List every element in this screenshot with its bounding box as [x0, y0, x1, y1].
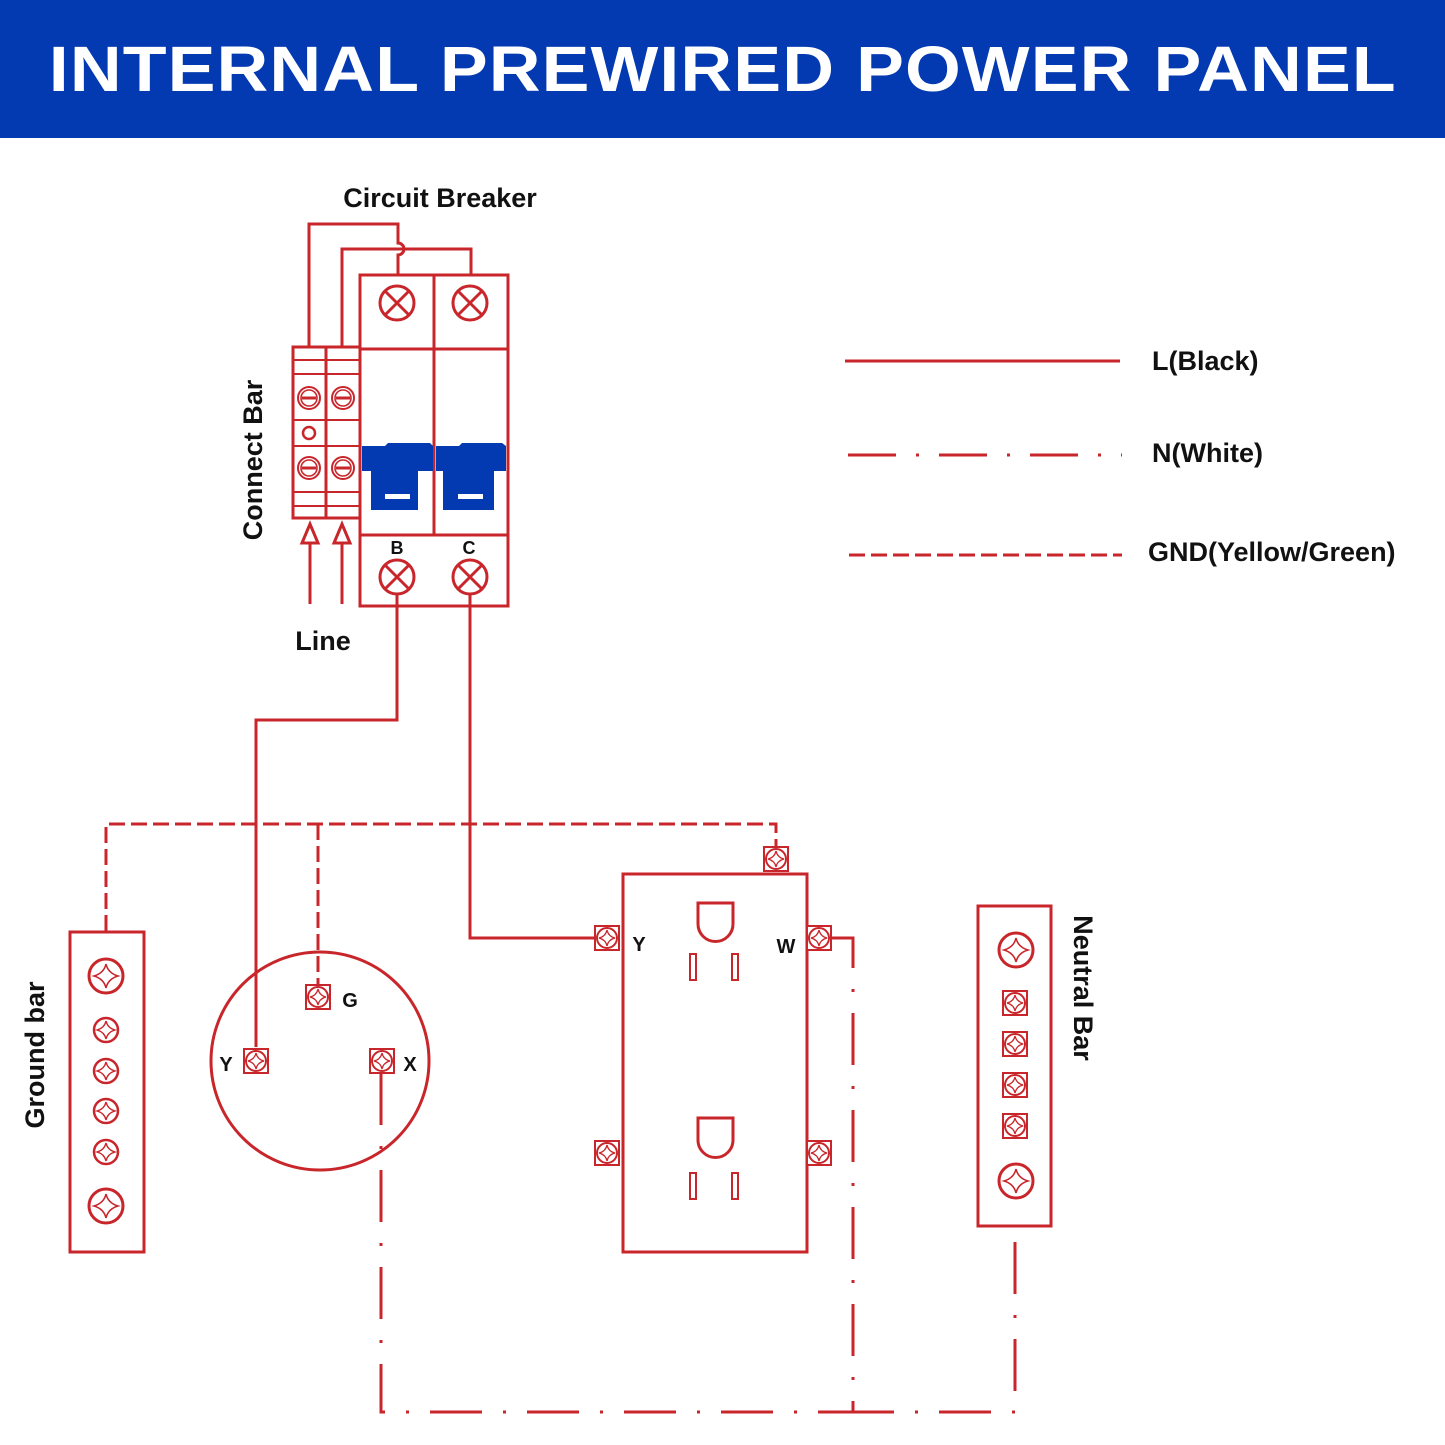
screw-icon [92, 1057, 120, 1085]
outlet-ground-terminal-icon [763, 846, 789, 872]
breaker-handle-c-icon [436, 443, 506, 510]
screw-icon [92, 1097, 120, 1125]
outlet-terminal-w-icon [806, 925, 832, 951]
circuit-breaker-label: Circuit Breaker [343, 183, 537, 213]
ground-wires [104, 822, 778, 985]
ground-bar-label: Ground bar [20, 981, 50, 1128]
pole-c-label: C [463, 538, 476, 558]
screw-icon [92, 1138, 120, 1166]
line-input-arrows [299, 520, 353, 604]
neutral-bar [976, 904, 1053, 1228]
screw-icon [92, 1016, 120, 1044]
receptacle-lower-icon [689, 1116, 739, 1200]
connect-bar [291, 345, 362, 520]
neutral-bar-label: Neutral Bar [1068, 915, 1098, 1061]
circuit-breaker: B C [358, 273, 510, 608]
inlet-y-label: Y [219, 1054, 233, 1076]
ground-bar [68, 930, 146, 1254]
screw-icon [1002, 1031, 1028, 1057]
breaker-feed-wires [307, 222, 473, 347]
inlet-terminal-g-icon [305, 984, 331, 1010]
legend-item-ground: GND(Yellow/Green) [849, 537, 1396, 567]
breaker-bottom-terminal-b-icon [378, 558, 416, 596]
legend-item-neutral: N(White) [848, 438, 1263, 468]
screw-icon [87, 1187, 125, 1225]
breaker-top-terminal-b-icon [378, 284, 416, 322]
breaker-top-terminal-c-icon [451, 284, 489, 322]
legend-label-line: L(Black) [1152, 346, 1259, 376]
connect-bar-label: Connect Bar [238, 379, 268, 540]
inlet-g-label: G [342, 990, 358, 1012]
legend: L(Black) N(White) GND(Yellow/Green) [845, 346, 1396, 567]
pole-b-label: B [391, 538, 404, 558]
breaker-handle-b-icon [362, 443, 433, 510]
neutral-wires [379, 936, 1017, 1414]
line-wires [254, 594, 595, 1047]
legend-label-ground: GND(Yellow/Green) [1148, 537, 1396, 567]
outlet-y-label: Y [632, 934, 646, 956]
page-title: INTERNAL PREWIRED POWER PANEL [48, 33, 1397, 105]
line-label: Line [295, 626, 351, 656]
power-inlet: Y G X [209, 950, 431, 1172]
legend-label-neutral: N(White) [1152, 438, 1263, 468]
screw-icon [1002, 990, 1028, 1016]
inlet-terminal-y-icon [243, 1048, 269, 1074]
inlet-x-label: X [403, 1054, 417, 1076]
outlet-w-label: W [777, 936, 796, 958]
receptacle-upper-icon [689, 901, 739, 981]
screw-icon [1002, 1113, 1028, 1139]
outlet-terminal-icon [806, 1140, 832, 1166]
screw-icon [1002, 1072, 1028, 1098]
duplex-outlet: Y W [594, 846, 832, 1254]
screw-icon [87, 957, 125, 995]
outlet-terminal-y-icon [594, 925, 620, 951]
outlet-terminal-icon [594, 1140, 620, 1166]
breaker-bottom-terminal-c-icon [451, 558, 489, 596]
screw-icon [997, 1162, 1035, 1200]
legend-item-line: L(Black) [845, 346, 1259, 376]
inlet-terminal-x-icon [369, 1048, 395, 1074]
screw-icon [997, 931, 1035, 969]
title-banner: INTERNAL PREWIRED POWER PANEL [0, 0, 1445, 138]
